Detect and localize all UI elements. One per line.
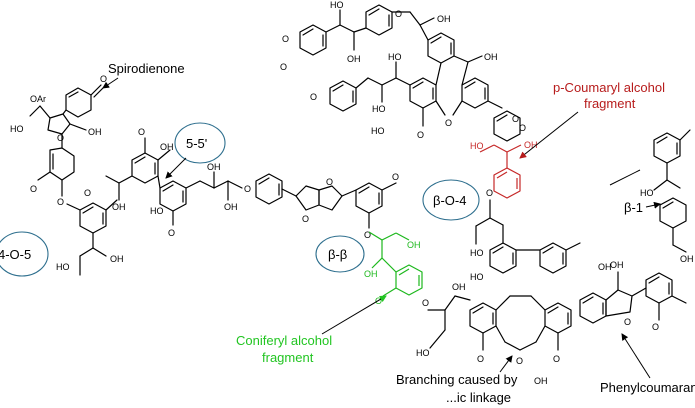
coumaryl-fragment (479, 144, 522, 199)
atom-o: O (553, 354, 560, 364)
branching-label-line1: Branching caused by (396, 372, 518, 387)
atom-oar: OAr (30, 94, 46, 104)
label-beta-beta: β-β (328, 247, 347, 262)
atom-oh: OH (534, 376, 548, 386)
atom-oh: OH (224, 202, 238, 212)
atom-o: O (512, 114, 519, 124)
coniferyl-arrow (321, 295, 387, 335)
atom-o: O (516, 356, 523, 366)
atom-oh: OH (407, 240, 421, 250)
atom-oh: OH (347, 54, 361, 64)
atom-oh: OH (110, 254, 124, 264)
phenylcoumaran-arrow (621, 333, 651, 379)
atom-o: O (392, 172, 399, 182)
atom-o: O (624, 317, 631, 327)
atom-oh: OH (680, 254, 694, 264)
atom-ho: HO (470, 248, 484, 258)
atom-ho: HO (10, 124, 24, 134)
atom-ho: HO (388, 52, 402, 62)
label-5-5: 5-5' (186, 136, 207, 151)
phenylcoumaran-label: Phenylcoumaran (600, 380, 695, 395)
guaiacyl-ring-mid (355, 182, 397, 229)
chain-to-beta-beta (199, 171, 297, 205)
label-beta-1: β-1 (624, 200, 643, 215)
callout-beta-o-4 (422, 179, 480, 221)
atom-o: O (519, 123, 526, 133)
coumaryl-label-line1: p-Coumaryl alcohol (553, 80, 665, 95)
atom-o: O (57, 133, 64, 143)
atom-o: O (652, 322, 659, 332)
atom-ho: HO (640, 188, 654, 198)
biphenyl-5-5 (105, 137, 201, 226)
atom-ho: HO (330, 0, 344, 10)
atom-o: O (138, 127, 145, 137)
spirodienone-label: Spirodienone (108, 61, 185, 76)
callout-4-o-5 (0, 231, 49, 277)
dibenzodioxocin-lower (427, 295, 572, 351)
atom-oh: OH (437, 14, 451, 24)
callout-beta-beta (315, 235, 365, 273)
atom-o: O (477, 354, 484, 364)
coniferyl-label-line1: Coniferyl alcohol (236, 333, 332, 348)
atom-oh: OH (160, 142, 174, 152)
atom-ho: HO (56, 262, 70, 272)
coniferyl-fragment (368, 231, 423, 297)
dibenzodioxocin-upper (475, 199, 581, 274)
arrow-5-5 (165, 157, 187, 179)
atom-o: O (445, 118, 452, 128)
spirodienone-arrow (102, 77, 119, 89)
atom-o: O (395, 9, 402, 19)
atom-oh: OH (524, 140, 538, 150)
atom-o: O (364, 230, 371, 240)
beta-1-arrow-top (609, 169, 641, 186)
atom-oh: OH (207, 162, 221, 172)
ring-4o5-aryl (66, 199, 118, 276)
arrow-beta-1 (645, 201, 661, 209)
atom-o: O (422, 298, 429, 308)
branching-label-line2: ...ic linkage (446, 390, 511, 405)
atom-oh: OH (88, 127, 102, 137)
spirodienone-unit (29, 84, 105, 197)
phenylcoumaran-unit (579, 271, 687, 324)
atom-oh: OH (484, 52, 498, 62)
atom-ho: HO (416, 348, 430, 358)
label-4-o-5: 4-O-5 (0, 247, 31, 262)
coniferyl-label-line2: fragment (262, 350, 314, 365)
coumaryl-label-line2: fragment (584, 96, 636, 111)
dibenzodioxocin-top (299, 4, 521, 142)
callout-5-5 (174, 122, 226, 164)
atom-o: O (282, 34, 289, 44)
atom-o: O (310, 92, 317, 102)
atom-o: O (417, 130, 424, 140)
atom-ho: HO (470, 141, 484, 151)
atom-o: O (280, 62, 287, 72)
beta-1-unit (653, 129, 691, 253)
atom-oh: OH (452, 282, 466, 292)
atom-o: O (244, 184, 251, 194)
atom-o: O (326, 177, 333, 187)
atom-o: O (100, 74, 107, 84)
coumaryl-arrow (519, 111, 579, 159)
atom-o: O (84, 188, 91, 198)
label-beta-o-4: β-O-4 (433, 193, 466, 208)
atom-ho: HO (470, 272, 484, 282)
atom-ho: HO (150, 206, 164, 216)
resinol-beta-beta (295, 185, 357, 211)
atom-oh: OH (598, 262, 612, 272)
atom-o: O (486, 188, 493, 198)
atom-oh: OH (610, 260, 624, 270)
atom-ho: HO (372, 104, 386, 114)
atom-o: O (57, 197, 64, 207)
atom-oh: OH (364, 269, 378, 279)
atom-oh: OH (112, 202, 126, 212)
atom-o: O (30, 184, 37, 194)
atom-o: O (302, 214, 309, 224)
branching-arrow (499, 355, 513, 373)
atom-o: O (168, 228, 175, 238)
atom-ho: HO (371, 126, 385, 136)
